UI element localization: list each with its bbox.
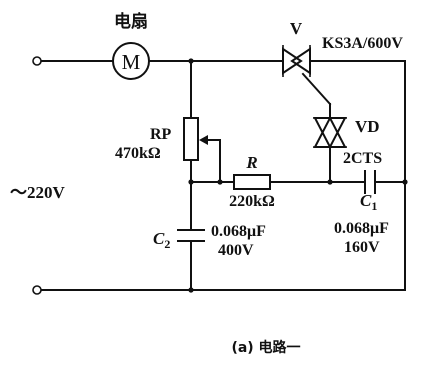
motor-letter: M xyxy=(122,50,141,74)
resistor-ref: R xyxy=(245,153,257,172)
resistor-value: 220kΩ xyxy=(229,193,275,210)
c1-ref: C1 xyxy=(360,191,377,213)
c1-ref-sub: 1 xyxy=(371,199,377,213)
triac-symbol xyxy=(282,45,311,77)
capacitor-c1-symbol xyxy=(364,170,376,194)
triac-part: KS3A/600V xyxy=(322,35,403,52)
c1-voltage: 160V xyxy=(344,239,380,256)
supply-label: ～220V xyxy=(10,183,65,202)
triac-ref: V xyxy=(290,19,303,38)
c2-ref-letter: C xyxy=(153,229,165,248)
junction-c1-right xyxy=(402,179,408,185)
potentiometer-symbol xyxy=(183,117,208,161)
c2-voltage: 400V xyxy=(218,242,254,259)
junction-diac xyxy=(327,179,333,185)
supply-terminal-bottom xyxy=(32,285,42,295)
c1-capacitance: 0.068μF xyxy=(334,220,389,237)
diac-part: 2CTS xyxy=(343,150,382,167)
diac-ref: VD xyxy=(355,117,380,136)
c2-ref: C2 xyxy=(153,229,170,251)
wires xyxy=(40,60,406,291)
c2-ref-sub: 2 xyxy=(164,237,170,251)
c1-ref-letter: C xyxy=(360,191,372,210)
figure-caption: (a) 电路一 xyxy=(231,339,300,356)
junction-bottom xyxy=(188,287,194,293)
motor-label: 电扇 xyxy=(114,11,148,32)
capacitor-c2-symbol xyxy=(177,229,205,242)
resistor-symbol xyxy=(233,174,271,190)
junction-wiper xyxy=(217,179,223,185)
pot-ref: RP xyxy=(150,126,172,143)
junction-dots xyxy=(188,58,408,293)
triac-gate-wire xyxy=(301,72,332,106)
c2-capacitance: 0.068μF xyxy=(211,223,266,240)
motor-symbol: M xyxy=(112,42,150,80)
supply-terminal-top xyxy=(32,56,42,66)
junction-mid-left xyxy=(188,179,194,185)
junction-top xyxy=(188,58,194,64)
diac-symbol xyxy=(313,115,347,150)
pot-value: 470kΩ xyxy=(115,145,161,162)
